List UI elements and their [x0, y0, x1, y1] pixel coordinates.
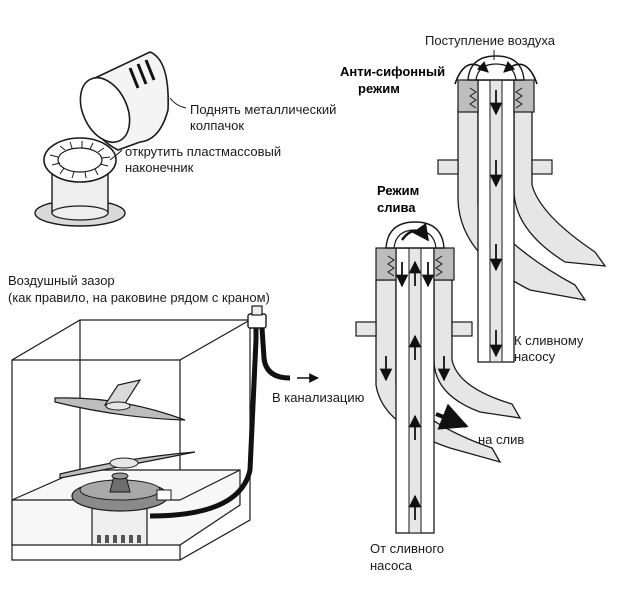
label-from-drain-pump-line2: насоса — [370, 558, 413, 573]
label-to-sewer: В канализацию — [272, 390, 365, 405]
label-from-drain-pump-line1: От сливного — [370, 541, 444, 556]
label-lift-cap-line2: колпачок — [190, 118, 244, 133]
label-anti-siphon-line1: Анти-сифонный — [340, 64, 445, 79]
label-unscrew-tip-line1: открутить пластмассовый — [125, 144, 281, 159]
label-unscrew-tip-line2: наконечник — [125, 160, 194, 175]
drain-mode-diagram — [355, 221, 522, 534]
air-gap-device — [247, 305, 267, 329]
pump-assembly — [71, 472, 172, 546]
lower-spray-arm — [59, 451, 196, 479]
anti-siphon-diagram — [437, 55, 607, 363]
label-to-drain-pump-line1: К сливному — [514, 333, 584, 348]
label-drain-mode-line2: слива — [377, 200, 416, 215]
label-anti-siphon-line2: режим — [358, 81, 400, 96]
label-drain-mode-line1: Режим — [377, 183, 419, 198]
label-lift-cap-line1: Поднять металлический — [190, 102, 336, 117]
label-air-gap-line2: (как правило, на раковине рядом с краном… — [8, 290, 270, 305]
upper-spray-arm — [54, 379, 186, 421]
label-air-gap-line1: Воздушный зазор — [8, 273, 115, 288]
dishwasher-drain-hose — [149, 322, 259, 519]
label-to-drain: на слив — [478, 432, 524, 447]
metal-cap-illustration — [79, 51, 169, 151]
label-to-drain-pump-line2: насосу — [514, 349, 556, 364]
label-air-intake: Поступление воздуха — [425, 33, 556, 48]
labels: Поднять металлический колпачок открутить… — [8, 33, 584, 573]
plastic-tip-illustration — [34, 137, 126, 227]
sewer-hose — [259, 327, 291, 381]
